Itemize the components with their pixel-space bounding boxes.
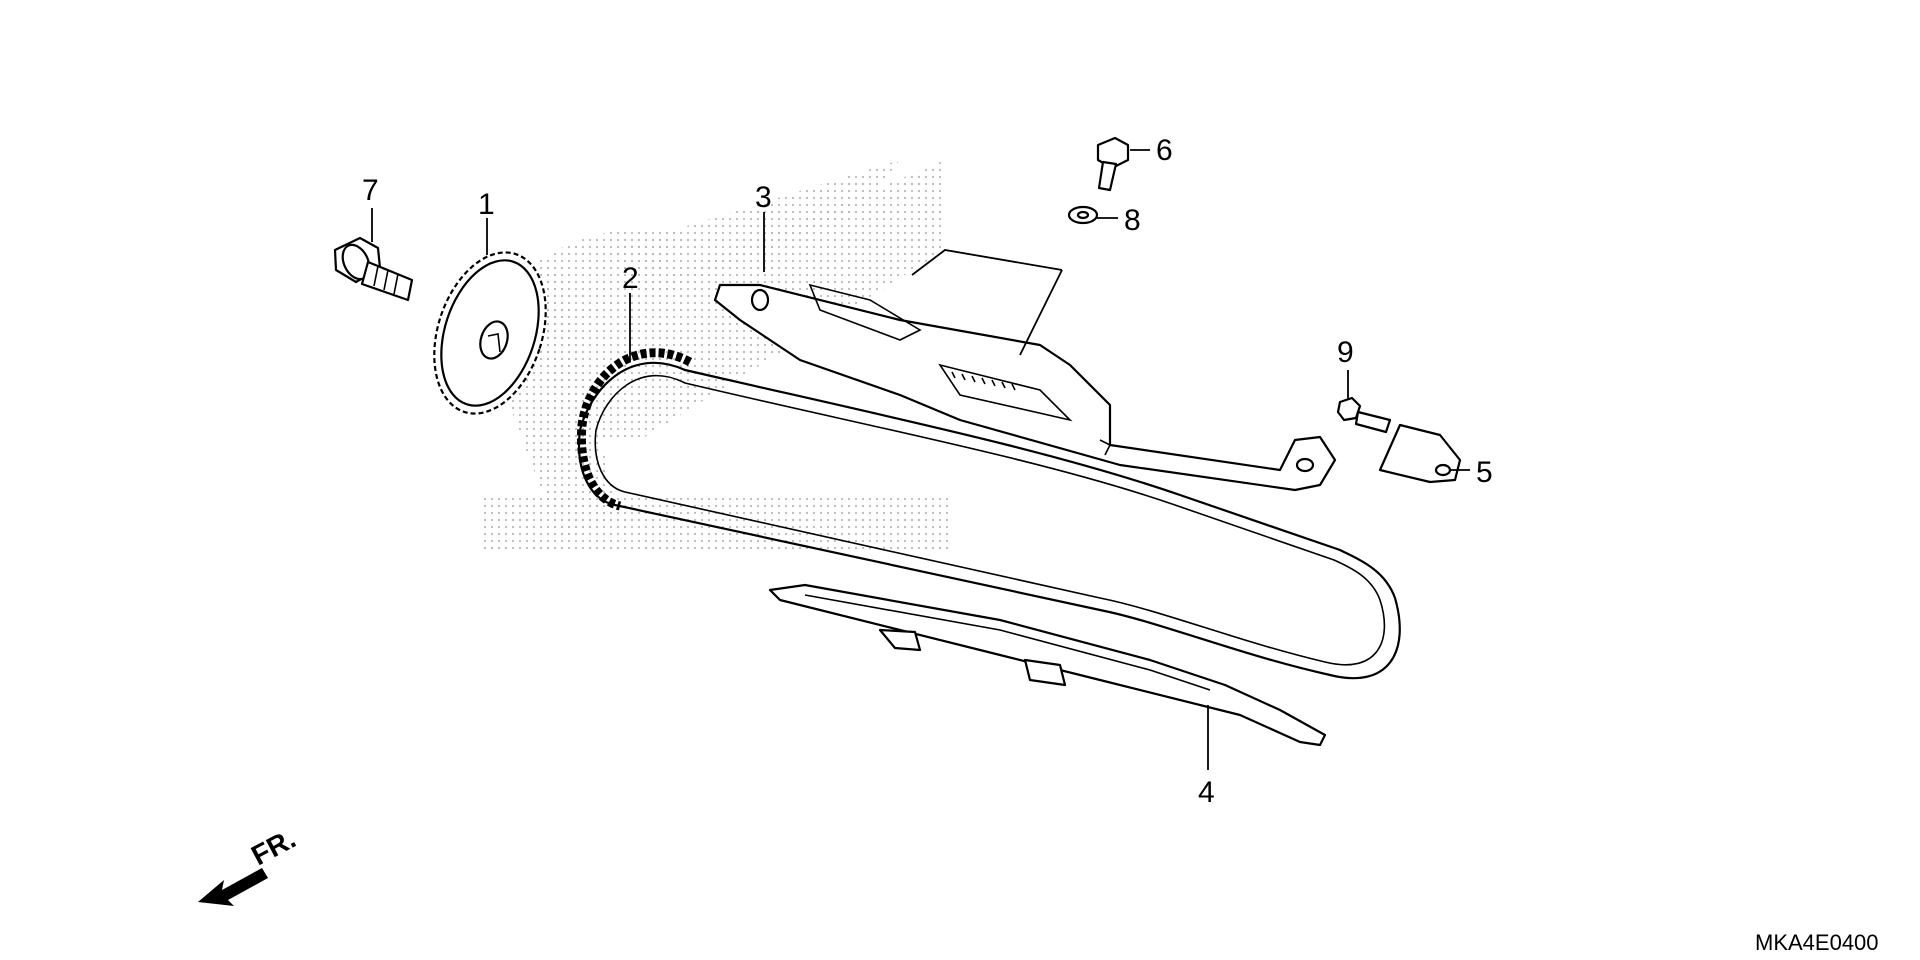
part-9-bolt (1336, 396, 1392, 434)
part-5-bracket (1378, 423, 1462, 484)
diagram-code: MKA4E0400 (1755, 930, 1879, 955)
callout-6: 6 (1156, 134, 1173, 167)
part-8-washer (1067, 205, 1099, 225)
callout-3: 3 (755, 181, 772, 214)
part-1-sprocket (433, 251, 547, 415)
part-4-chain-guide (768, 583, 1327, 747)
front-arrow-icon (198, 868, 268, 906)
part-7-bolt (333, 236, 414, 302)
part-3-tensioner-arm (713, 283, 1337, 492)
leader-lines (371, 149, 1470, 770)
callout-4: 4 (1198, 776, 1215, 809)
callout-labels: 7 1 2 3 6 8 9 5 4 (362, 134, 1493, 809)
callout-1: 1 (478, 188, 495, 221)
front-direction-indicator: FR. (198, 823, 301, 906)
callout-5: 5 (1476, 456, 1493, 489)
part-2-cam-chain (576, 348, 1401, 680)
callout-7: 7 (362, 174, 379, 207)
callout-2: 2 (622, 262, 639, 295)
callout-8: 8 (1124, 204, 1141, 237)
callout-9: 9 (1337, 336, 1354, 369)
front-label: FR. (246, 823, 300, 872)
part-6-bolt (1096, 136, 1130, 192)
